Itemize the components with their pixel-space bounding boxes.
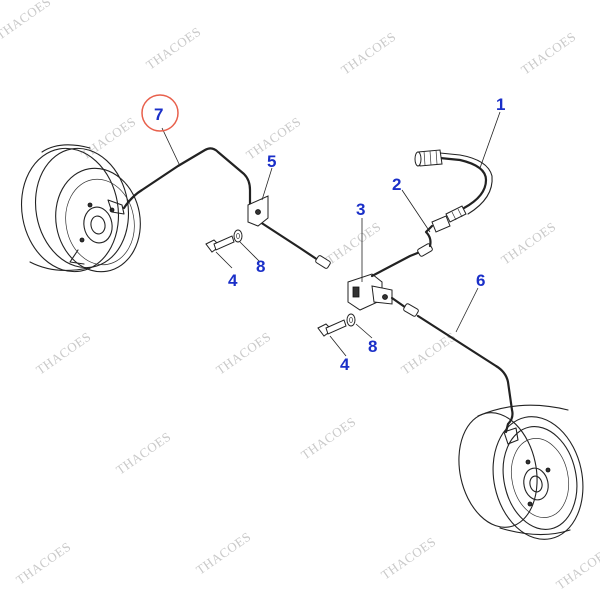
watermark: THACOES — [13, 539, 74, 588]
watermark: THACOES — [193, 529, 254, 578]
callout-5: 5 — [267, 152, 276, 171]
watermark: THACOES — [213, 329, 274, 378]
watermark: THACOES — [143, 24, 204, 73]
hose-1 — [414, 149, 493, 233]
callout-8-lower: 8 — [368, 337, 377, 356]
watermark: THACOES — [498, 219, 559, 268]
highlight-ring — [141, 94, 179, 132]
watermark: THACOES — [338, 29, 399, 78]
brake-line-6 — [390, 296, 514, 434]
watermark: THACOES — [298, 414, 359, 463]
leader-lines — [161, 111, 501, 357]
callout-3: 3 — [356, 200, 365, 219]
watermark: THACOES — [33, 329, 94, 378]
washer-8-lower — [346, 313, 356, 327]
right-wheel-assembly — [458, 404, 584, 540]
callout-7: 7 — [154, 105, 163, 124]
callout-6: 6 — [476, 271, 485, 290]
watermark: THACOES — [378, 534, 439, 583]
callouts: 7 5 1 2 3 6 4 8 4 8 — [154, 95, 505, 374]
washer-8-upper — [233, 229, 243, 243]
callout-8-upper: 8 — [256, 257, 265, 276]
bolt-4-lower — [317, 319, 347, 337]
junction-block-3 — [347, 273, 393, 311]
callout-4-lower: 4 — [340, 355, 350, 374]
bolt-4-upper — [205, 235, 235, 253]
watermark: THACOES — [78, 114, 139, 163]
callout-1: 1 — [496, 95, 505, 114]
watermark: THACOES — [518, 29, 579, 78]
brake-line-2 — [370, 224, 434, 278]
watermark: THACOES — [113, 429, 174, 478]
clip-5 — [247, 195, 269, 227]
watermark: THACOES — [0, 0, 54, 42]
callout-4-upper: 4 — [228, 271, 238, 290]
watermark: THACOES — [323, 219, 384, 268]
line-fitting-left — [315, 255, 331, 269]
callout-2: 2 — [392, 175, 401, 194]
watermark: THACOES — [553, 544, 600, 593]
left-wheel-assembly — [20, 144, 141, 273]
